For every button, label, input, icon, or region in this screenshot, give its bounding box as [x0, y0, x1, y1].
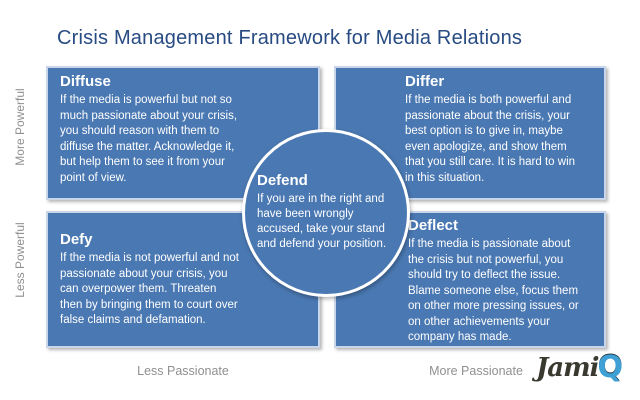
center-circle-title: Defend [257, 172, 308, 189]
quadrant-defy-text: If the media is not powerful and not pas… [60, 252, 239, 326]
quadrant-defy-title: Defy [60, 231, 93, 248]
quadrant-deflect-text: If the media is passionate about the cri… [408, 238, 579, 343]
quadrant-diffuse-title: Diffuse [60, 73, 111, 90]
jamiq-logo: Jami Q [536, 351, 623, 385]
axis-label-more-powerful: More Powerful [13, 88, 27, 166]
axis-label-less-passionate: Less Passionate [137, 364, 229, 378]
jamiq-logo-q-icon: Q [597, 350, 624, 385]
quadrant-differ: Differ If the media is both powerful and… [334, 66, 606, 200]
center-circle-defend: Defend If you are in the right and have … [242, 129, 410, 297]
quadrant-diffuse-content: Diffuse If the media is powerful but not… [48, 68, 318, 198]
quadrant-differ-content: Differ If the media is both powerful and… [336, 68, 604, 198]
axis-label-less-powerful: Less Powerful [13, 222, 27, 298]
quadrant-diffuse: Diffuse If the media is powerful but not… [46, 66, 320, 200]
quadrant-differ-title: Differ [405, 73, 445, 90]
page-title: Crisis Management Framework for Media Re… [57, 27, 523, 49]
center-circle-content: Defend If you are in the right and have … [245, 132, 407, 252]
axis-label-more-passionate: More Passionate [429, 364, 523, 378]
quadrant-differ-text: If the media is both powerful and passio… [405, 94, 576, 184]
quadrant-defy-content: Defy If the media is not powerful and no… [48, 213, 318, 346]
quadrant-diffuse-text: If the media is powerful but not so much… [60, 94, 238, 184]
center-circle-text: If you are in the right and have been wr… [257, 193, 387, 250]
quadrant-deflect-content: Deflect If the media is passionate about… [336, 213, 604, 346]
quadrant-deflect-title: Deflect [408, 217, 459, 234]
jamiq-logo-wordmark: Jami [536, 353, 600, 383]
quadrant-deflect: Deflect If the media is passionate about… [334, 211, 606, 348]
